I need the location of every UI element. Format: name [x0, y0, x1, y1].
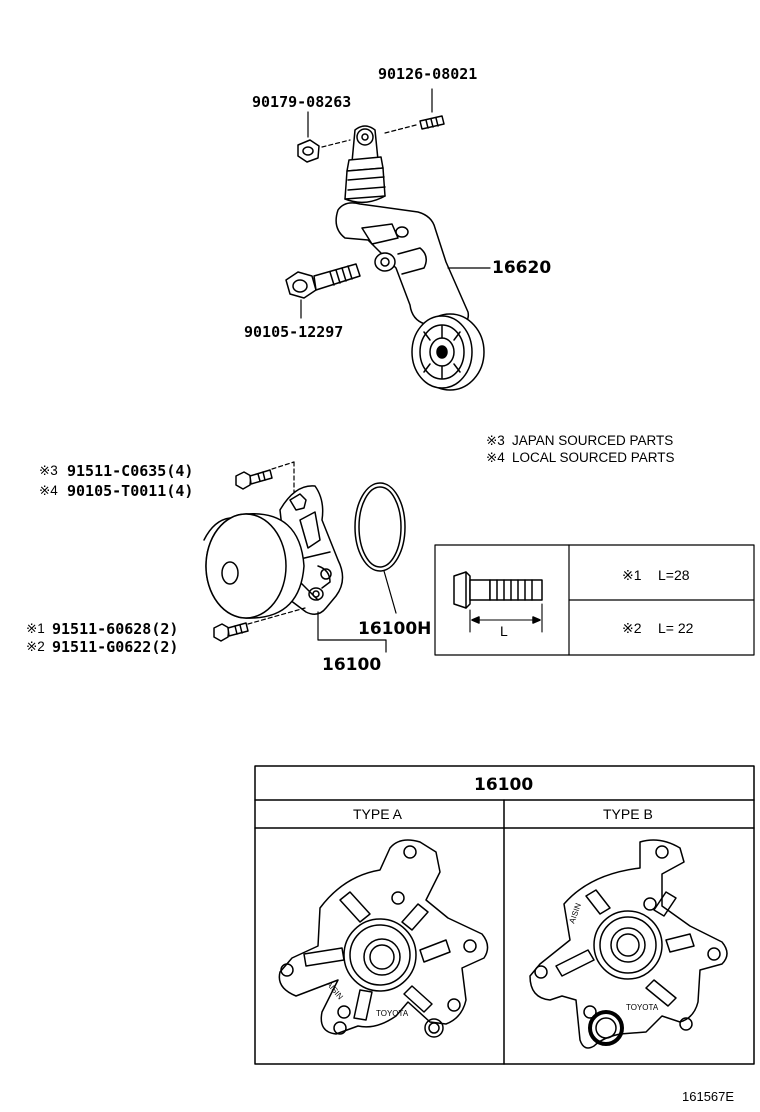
stud-bolt-part-number: 90126-08021	[378, 65, 477, 83]
table-row1-length: L=28	[658, 567, 690, 583]
tensioner-bolt-part-number: 90105-12297	[244, 323, 343, 341]
pump-housing	[203, 485, 344, 619]
tensioner-bolt-illustration	[285, 263, 361, 319]
table-row2-length: L= 22	[658, 620, 694, 636]
note-marker-4: ※4	[486, 450, 505, 465]
upper-pump-bolt-illustration	[235, 461, 295, 497]
lower-pump-bolt-illustration	[213, 607, 306, 642]
bolt-dimension-label: L	[500, 623, 508, 639]
type-b-label: TYPE B	[603, 806, 653, 822]
type-table-header: 16100	[474, 775, 533, 795]
pump-bolt-l22-part-number: 91511-G0622(2)	[52, 638, 178, 656]
type-a-maker-mark: TOYOTA	[376, 1009, 409, 1018]
illustration-reference-code: 161567E	[682, 1089, 734, 1104]
note-japan-sourced: JAPAN SOURCED PARTS	[512, 433, 673, 448]
nut-illustration	[297, 111, 351, 163]
bolt-marker-2: ※2	[26, 639, 45, 654]
pulley-illustration	[411, 313, 485, 391]
table-row2-marker: ※2	[622, 620, 642, 636]
tensioner-assembly	[285, 88, 491, 391]
note-marker-3: ※3	[486, 433, 505, 448]
water-pump-part-number: 16100	[322, 655, 381, 675]
note-local-sourced: LOCAL SOURCED PARTS	[512, 450, 675, 465]
pump-bolt-japan-part-number: 91511-C0635(4)	[67, 462, 193, 480]
water-pump-assembly	[203, 461, 387, 653]
gasket-part-number: 16100H	[358, 619, 431, 639]
bolt-marker-4: ※4	[39, 483, 58, 498]
bolt-dimension-sketch	[453, 571, 543, 633]
type-b-pump-illustration	[529, 839, 728, 1049]
tensioner-part-number: 16620	[492, 258, 551, 278]
pump-bolt-local-part-number: 90105-T0011(4)	[67, 482, 193, 500]
bolt-marker-3: ※3	[39, 463, 58, 478]
tensioner-body	[344, 125, 386, 204]
type-a-pump-illustration	[278, 839, 489, 1038]
type-a-label: TYPE A	[353, 806, 403, 822]
stud-bolt-illustration	[384, 88, 445, 134]
nut-part-number: 90179-08263	[252, 93, 351, 111]
gasket-illustration	[354, 482, 406, 614]
bolt-marker-1: ※1	[26, 621, 45, 636]
table-row1-marker: ※1	[622, 567, 642, 583]
bolt-length-table	[434, 544, 755, 656]
type-b-maker-mark: TOYOTA	[626, 1003, 659, 1012]
pump-bolt-l28-part-number: 91511-60628(2)	[52, 620, 178, 638]
